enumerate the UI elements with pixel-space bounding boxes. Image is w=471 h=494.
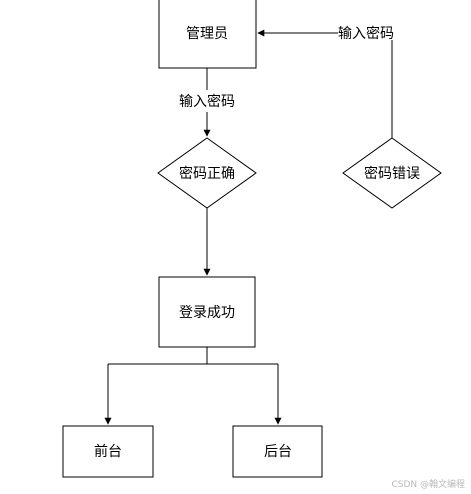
- edge-login-branch: [104, 347, 282, 425]
- back-node-label: 后台: [264, 444, 292, 460]
- pwd-ok-node-label: 密码正确: [179, 165, 235, 182]
- admin-node-label: 管理员: [186, 26, 228, 42]
- edge-label-input-password-2: 输入密码: [338, 25, 394, 42]
- front-node-label: 前台: [94, 443, 122, 460]
- login-success-node: 登录成功: [158, 276, 256, 348]
- back-node: 后台: [232, 425, 323, 478]
- edge-label-input-password: 输入密码: [179, 93, 235, 110]
- edge-pwd-err-to-admin: 输入密码: [257, 25, 394, 138]
- front-node: 前台: [62, 425, 154, 478]
- admin-node: 管理员: [158, 0, 257, 69]
- pwd-ok-node: 密码正确: [157, 137, 257, 209]
- pwd-err-node-label: 密码错误: [364, 165, 420, 182]
- edge-admin-to-pwd-ok: 输入密码: [179, 68, 235, 137]
- login-success-node-label: 登录成功: [179, 305, 235, 321]
- pwd-err-node: 密码错误: [342, 137, 442, 209]
- csdn-watermark: CSDN @翰文编程: [391, 480, 465, 490]
